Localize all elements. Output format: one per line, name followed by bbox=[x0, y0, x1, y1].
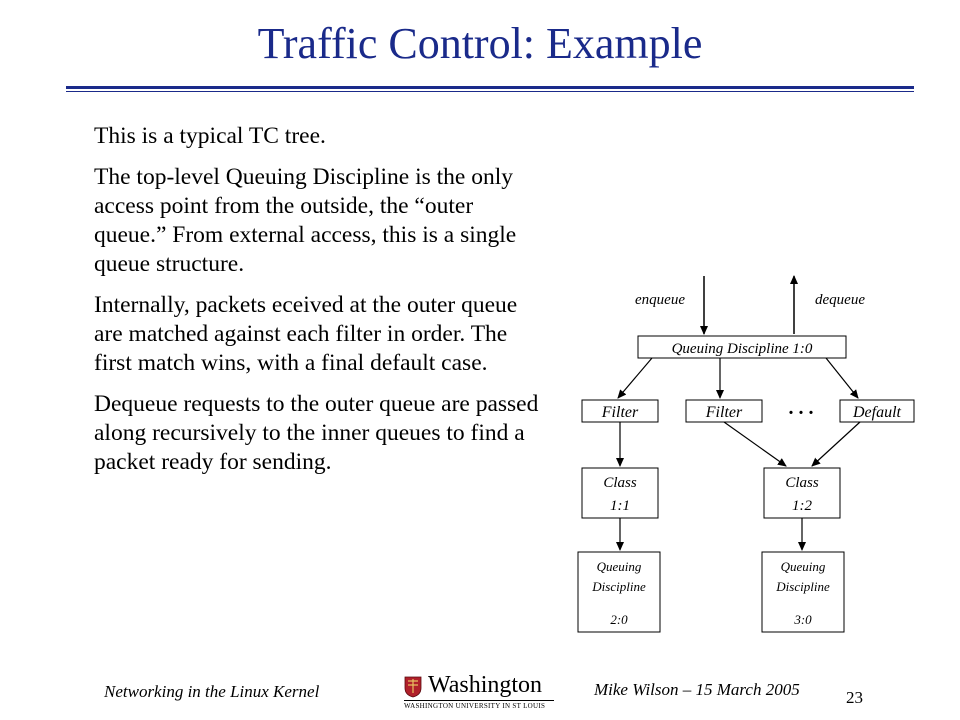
qdisc3-label-line2: Discipline bbox=[775, 579, 830, 594]
paragraph-2: The top-level Queuing Discipline is the … bbox=[94, 164, 517, 277]
qdisc3-box bbox=[761, 551, 845, 633]
paragraph-3: Internally, packets eceived at the outer… bbox=[94, 292, 518, 376]
qdisc2-label-line2: Discipline bbox=[591, 579, 646, 594]
qdisc2-label-line3: 2:0 bbox=[610, 612, 628, 627]
class2-label-line1: Class bbox=[785, 475, 819, 491]
class1-label-line2: 1:1 bbox=[610, 498, 630, 514]
shield-icon bbox=[404, 676, 422, 698]
logo-underline bbox=[404, 700, 554, 701]
root-to-filter1-arrow bbox=[617, 357, 653, 399]
filter2-to-class2-arrow bbox=[723, 421, 787, 467]
default-label: Default bbox=[852, 404, 902, 421]
ellipsis-label: . . . bbox=[789, 397, 814, 419]
default-box bbox=[839, 399, 915, 423]
tc-tree-diagram: enqueue dequeue Queuing Discipline 1:0 F… bbox=[577, 275, 915, 633]
class1-label-line1: Class bbox=[603, 475, 637, 491]
logo-subtitle: WASHINGTON UNIVERSITY IN ST LOUIS bbox=[404, 702, 546, 710]
title-rule-thick bbox=[66, 86, 914, 89]
root-qdisc-box bbox=[637, 335, 847, 359]
qdisc3-label-line1: Queuing bbox=[781, 559, 826, 574]
root-to-default-arrow bbox=[825, 357, 859, 399]
qdisc3-label-line3: 3:0 bbox=[793, 612, 812, 627]
qdisc2-label-line1: Queuing bbox=[597, 559, 642, 574]
logo-name: Washington bbox=[428, 672, 543, 698]
paragraph-1: This is a typical TC tree. bbox=[94, 123, 326, 149]
paragraph-4: Dequeue requests to the outer queue are … bbox=[94, 391, 539, 475]
footer-course-title: Networking in the Linux Kernel bbox=[104, 682, 320, 701]
dequeue-label: dequeue bbox=[815, 292, 865, 308]
title-rule-thin bbox=[66, 91, 914, 92]
page-number: 23 bbox=[846, 688, 863, 707]
class2-label-line2: 1:2 bbox=[792, 498, 812, 514]
body-text: This is a typical TC tree. The top-level… bbox=[94, 122, 539, 489]
default-to-class2-arrow bbox=[811, 421, 861, 467]
enqueue-label: enqueue bbox=[635, 292, 685, 308]
filter1-label: Filter bbox=[601, 404, 639, 421]
footer-author-date: Mike Wilson – 15 March 2005 bbox=[594, 680, 800, 699]
slide-title: Traffic Control: Example bbox=[257, 19, 703, 68]
filter2-label: Filter bbox=[705, 404, 743, 421]
qdisc2-box bbox=[577, 551, 661, 633]
root-qdisc-label: Queuing Discipline 1:0 bbox=[672, 341, 813, 357]
